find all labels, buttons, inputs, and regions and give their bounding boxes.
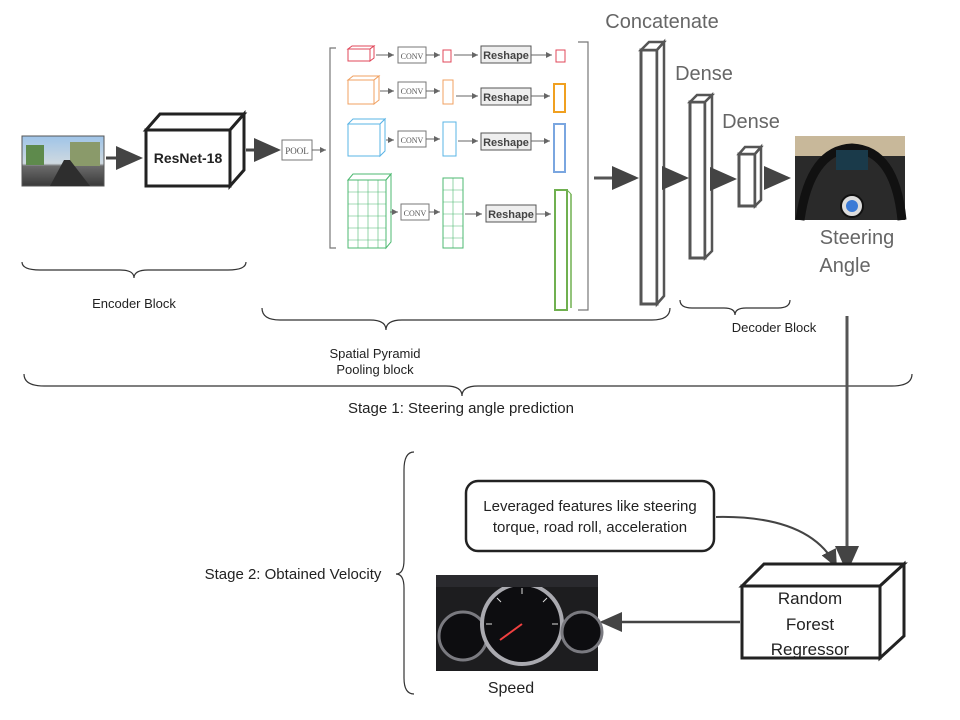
encoder-brace [21, 261, 247, 279]
conv-label-1: CONV [401, 52, 424, 61]
spp-block-label-line1: Spatial Pyramid [329, 346, 420, 361]
decoder-block-label: Decoder Block [732, 320, 817, 335]
stage2-brace [395, 451, 415, 695]
road-image [21, 135, 105, 187]
conv-label-2: CONV [401, 87, 424, 96]
spp-row-green [346, 172, 572, 311]
concatenate-bar [637, 38, 667, 308]
features-line2: torque, road roll, acceleration [493, 519, 687, 536]
features-box [464, 479, 716, 553]
decoder-brace [679, 299, 791, 316]
spp-left-bracket [329, 47, 336, 249]
steering-wheel-image [795, 136, 907, 221]
reshape-label-4: Reshape [488, 209, 534, 221]
reshape-label-3: Reshape [483, 137, 529, 149]
regressor-line2: Forest [786, 615, 834, 634]
concatenate-label: Concatenate [605, 11, 718, 33]
features-line1: Leveraged features like steering [483, 498, 696, 515]
stage1-label: Stage 1: Steering angle prediction [348, 400, 574, 417]
spp-brace [261, 307, 671, 331]
resnet-box [142, 110, 248, 190]
reshape-label-2: Reshape [483, 92, 529, 104]
regressor-line1: Random [778, 589, 842, 608]
output-label-line2: Angle [819, 255, 870, 277]
reshape-label-1: Reshape [483, 50, 529, 62]
spp-right-bracket [578, 41, 589, 311]
spp-row-blue [346, 117, 566, 173]
dense1-bar [686, 91, 716, 262]
spp-row-red [346, 45, 566, 64]
arrow-features-to-regressor [715, 515, 837, 568]
stage1-brace [23, 373, 913, 397]
dense1-label: Dense [675, 63, 733, 85]
conv-label-4: CONV [404, 209, 427, 218]
regressor-box [738, 560, 908, 662]
dense2-label: Dense [722, 111, 780, 133]
conv-label-3: CONV [401, 136, 424, 145]
spp-block-label-line2: Pooling block [336, 362, 414, 377]
encoder-block-label: Encoder Block [92, 296, 176, 311]
resnet-label: ResNet-18 [154, 150, 223, 166]
output-label-line1: Steering [820, 227, 895, 249]
pool-label: POOL [285, 146, 309, 156]
spp-row-orange [346, 74, 566, 113]
speed-label: Speed [488, 680, 534, 697]
speedometer-image [436, 575, 604, 671]
regressor-line3: Regressor [771, 640, 850, 659]
stage2-label: Stage 2: Obtained Velocity [205, 566, 382, 583]
dense2-bar [736, 143, 764, 210]
